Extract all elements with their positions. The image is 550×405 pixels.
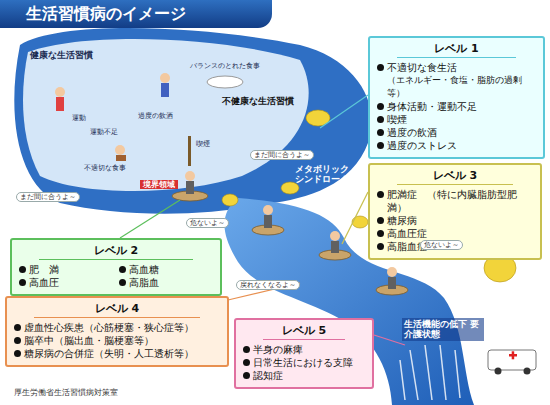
item-text: 認知症	[253, 369, 283, 382]
list-item: 脳卒中（脳出血・脳梗塞等）	[14, 334, 220, 347]
life-area	[14, 28, 371, 214]
bullet-dot	[243, 359, 250, 366]
item-text: 高血圧症	[387, 227, 427, 240]
item-text: 糖尿病の合併症（失明・人工透析等）	[24, 347, 194, 360]
bullet-dot	[14, 337, 21, 344]
waterfall	[400, 345, 460, 400]
illustration-label: 境界領域	[140, 180, 178, 189]
bullet-dot	[19, 266, 26, 273]
signpost	[188, 136, 191, 166]
illustration-label: 不適切な食事	[84, 164, 126, 172]
bullet-dot	[377, 142, 384, 149]
list-item: 過度の飲酒	[377, 126, 536, 139]
item-text: 肥 満	[29, 263, 59, 276]
bullet-dot	[377, 217, 384, 224]
list-item: 不適切な食生活	[377, 61, 536, 74]
level-box: レベル 4 虚血性心疾患（心筋梗塞・狭心症等）脳卒中（脳出血・脳梗塞等）糖尿病の合…	[5, 296, 229, 367]
bullet-dot	[377, 129, 384, 136]
list-item: 身体活動・運動不足	[377, 100, 536, 113]
list-item: 半身の麻痺	[243, 343, 365, 356]
item-text: 高血糖	[129, 263, 159, 276]
leader-line	[120, 200, 180, 238]
item-list: 不適切な食生活（エネルギー・食塩・脂肪の過剰等）身体活動・運動不足喫煙過度の飲酒…	[377, 61, 536, 152]
list-item: 高血圧症	[377, 227, 533, 240]
level-box: レベル 1 不適切な食生活（エネルギー・食塩・脂肪の過剰等）身体活動・運動不足喫煙…	[368, 36, 545, 159]
speech-bubble: 戻れなくなるよ～	[236, 280, 300, 290]
bullet-dot	[377, 230, 384, 237]
bullet-dot	[377, 116, 384, 123]
bullet-dot	[14, 350, 21, 357]
title-banner: 生活習慣病のイメージ	[0, 0, 272, 28]
list-item: 高血糖	[119, 263, 213, 276]
item-text: 肥満症 （特に内臓脂肪型肥満）	[387, 188, 533, 214]
level-heading: レベル 3	[397, 168, 513, 185]
bullet-dot	[14, 324, 21, 331]
illustration-label: 運動	[72, 114, 86, 122]
list-item: 虚血性心疾患（心筋梗塞・狭心症等）	[14, 321, 220, 334]
speech-bubble: 危ないよ～	[420, 240, 463, 250]
illustration-label: 不健康な生活習慣	[222, 96, 294, 106]
speech-bubble: まだ間に合うよ～	[250, 150, 314, 160]
illustration-label: メタボリック シンドローム	[295, 164, 357, 185]
speech-bubble: 危ないよ～	[186, 218, 229, 228]
leader-line	[342, 192, 368, 244]
list-item: 高脂血	[119, 276, 213, 289]
item-text: 脳卒中（脳出血・脳梗塞等）	[24, 334, 154, 347]
speech-bubble: まだ間に合うよ～	[16, 192, 80, 202]
level-heading: レベル 1	[397, 41, 516, 58]
item-text: 過度の飲酒	[387, 126, 437, 139]
list-item: （エネルギー・食塩・脂肪の過剰等）	[377, 74, 536, 100]
illustration-label: 過度の飲酒	[138, 112, 173, 120]
healthy-area	[23, 39, 309, 191]
list-item: 糖尿病	[377, 214, 533, 227]
list-item: 高血圧	[19, 276, 113, 289]
list-item: 日常生活における支障	[243, 356, 365, 369]
meal	[207, 76, 243, 88]
item-text: 高脂血	[129, 276, 159, 289]
item-text: （エネルギー・食塩・脂肪の過剰等）	[387, 74, 536, 100]
bullet-dot	[377, 103, 384, 110]
item-text: 喫煙	[387, 113, 407, 126]
list-item: 喫煙	[377, 113, 536, 126]
ambulance	[488, 350, 536, 375]
bullet-dot	[119, 279, 126, 286]
bullet-dot	[243, 346, 250, 353]
list-item: 認知症	[243, 369, 365, 382]
bullet-dot	[377, 64, 384, 71]
item-text: 半身の麻痺	[253, 343, 303, 356]
level-heading: レベル 5	[263, 323, 345, 340]
item-list: 半身の麻痺日常生活における支障認知症	[243, 343, 365, 382]
item-text: 高血圧	[29, 276, 59, 289]
item-text: 虚血性心疾患（心筋梗塞・狭心症等）	[24, 321, 194, 334]
leader-lines	[320, 95, 368, 128]
bullet-dot	[19, 279, 26, 286]
illustration-label: 健康な生活習慣	[30, 50, 93, 60]
illustration-label: 喫煙	[196, 140, 210, 148]
list-item: 過度のストレス	[377, 139, 536, 152]
item-list: 肥 満 高血糖高血圧 高脂血	[19, 263, 213, 289]
list-item: 肥 満	[19, 263, 113, 276]
item-text: 日常生活における支障	[253, 356, 353, 369]
level-heading: レベル 4	[34, 301, 200, 318]
illustration-label: 生活機能の低下 要介護状態	[402, 318, 484, 341]
bullet-dot	[119, 266, 126, 273]
bullet-dot	[377, 191, 384, 198]
item-text: 不適切な食生活	[387, 61, 457, 74]
leader-line	[374, 335, 405, 345]
level-heading: レベル 2	[39, 243, 193, 260]
illustration-label: 運動不足	[90, 128, 118, 136]
list-item: 肥満症 （特に内臓脂肪型肥満）	[377, 188, 533, 214]
item-text: 身体活動・運動不足	[387, 100, 477, 113]
illustration-label: 厚生労働省生活習慣病対策室	[14, 388, 118, 397]
bullet-dot	[377, 243, 384, 250]
item-list: 虚血性心疾患（心筋梗塞・狭心症等）脳卒中（脳出血・脳梗塞等）糖尿病の合併症（失明…	[14, 321, 220, 360]
level-box: レベル 2 肥 満 高血糖高血圧 高脂血	[10, 238, 222, 296]
bullet-dot	[243, 372, 250, 379]
list-item: 糖尿病の合併症（失明・人工透析等）	[14, 347, 220, 360]
illustration-label: バランスのとれた食事	[190, 62, 260, 70]
level-box: レベル 5 半身の麻痺日常生活における支障認知症	[234, 318, 374, 389]
item-text: 糖尿病	[387, 214, 417, 227]
item-text: 過度のストレス	[387, 139, 457, 152]
